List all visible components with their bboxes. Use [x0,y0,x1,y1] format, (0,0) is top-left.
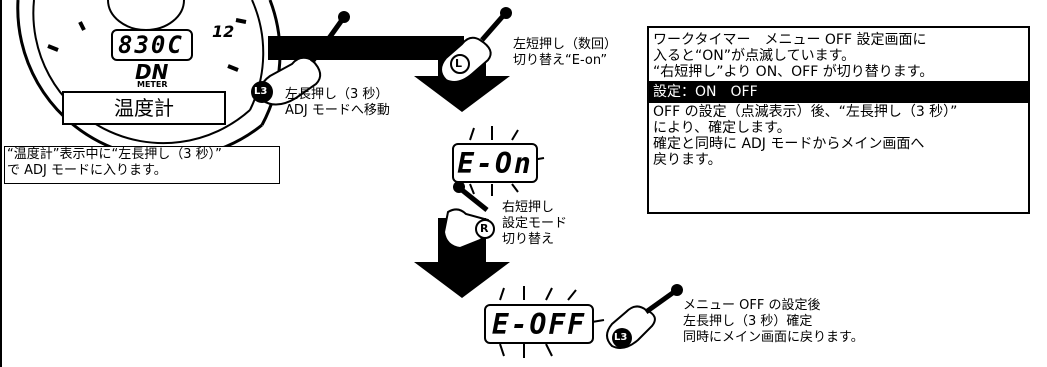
info-detail-3: 確定と同時に ADJ モードからメイン画面へ [653,136,925,152]
gauge-logo-top: DN [135,60,169,84]
blink-rays-off [499,286,605,358]
info-detail-2: により、確定します。 [653,120,791,136]
hand-icon-2 [440,7,512,83]
hand-icon-1 [251,11,350,106]
display-e-on: E-On [452,143,538,183]
step-final: メニュー OFF の設定後 左長押し（3 秒）確定 同時にメイン画面に戻ります。 [683,298,864,345]
gauge-readout: 830C [118,31,184,59]
gauge-label: 温度計 [114,96,174,120]
display-e-off: E-OFF [484,304,594,344]
info-intro-3: “右短押し”より ON、OFF が切り替ります。 [653,64,934,80]
note-box: “温度計”表示中に“左長押し（3 秒）” で ADJ モードに入ります。 [4,146,280,184]
flow-bar-top [268,36,464,60]
badge-r: R [480,222,489,235]
step-right-short-press: 右短押し 設定モード 切り替え [502,200,568,247]
badge-l3-1: L3 [254,86,268,97]
setting-band: 設定：ON OFF [649,81,1028,103]
gauge-tick-12: 12 [212,22,235,41]
down-arrow-1 [414,56,510,112]
hand-icon-4 [606,284,683,349]
step-left-short-press: 左短押し（数回） 切り替え“E-on” [513,37,618,68]
info-box: ワークタイマー メニュー OFF 設定画面に 入ると“ON”が点滅しています。 … [647,26,1030,214]
step-left-long-press: 左長押し（3 秒） ADJ モードへ移動 [285,87,390,118]
hand-icon-3 [442,181,495,250]
badge-l: L [455,57,463,70]
info-intro-2: 入ると“ON”が点滅しています。 [653,48,856,64]
gauge-logo-bottom: METER [137,80,168,89]
blink-rays-on [469,126,545,196]
note-line-1: “温度計”表示中に“左長押し（3 秒）” [7,147,222,162]
badge-l3-2: L3 [614,332,628,343]
note-line-2: で ADJ モードに入ります。 [7,163,167,178]
info-detail-4: 戻ります。 [653,152,722,168]
info-detail-1: OFF の設定（点滅表示）後、“左長押し（3 秒）” [653,104,958,120]
info-intro-1: ワークタイマー メニュー OFF 設定画面に [653,32,927,48]
gauge-dial [16,0,282,160]
